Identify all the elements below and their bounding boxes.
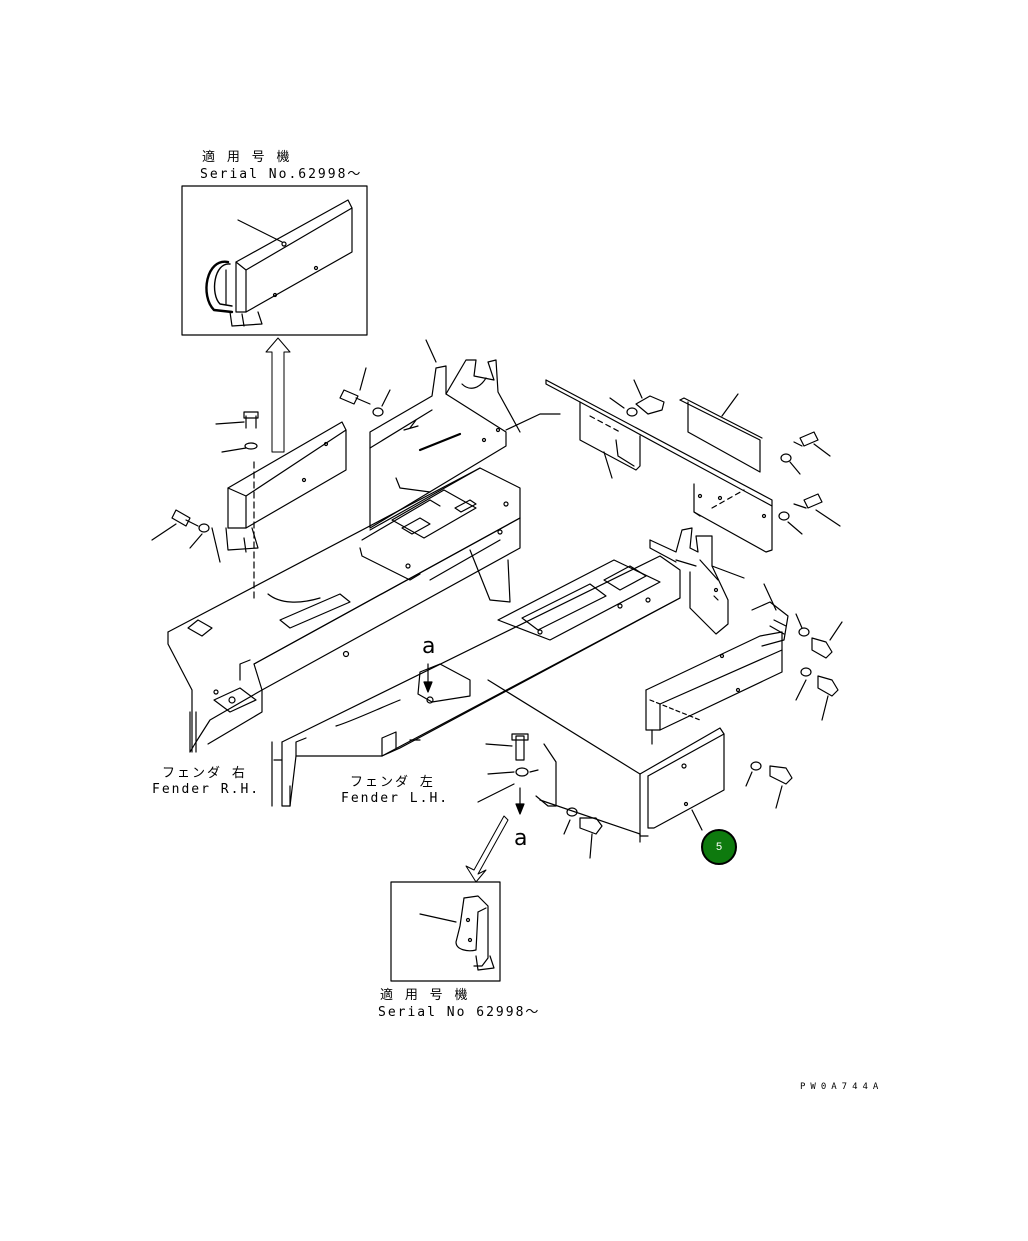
lh-front-panel	[487, 679, 725, 843]
bottom-inset-title-jp: 適 用 号 機	[380, 988, 470, 1003]
fender-rh-label-jp: フェンダ 右	[162, 766, 247, 781]
fender-rh-rear-panel	[211, 411, 347, 601]
top-inset-serial: Serial No.62998〜	[200, 167, 363, 182]
bottom-inset-serial: Serial No 62998〜	[378, 1005, 541, 1020]
drawing-code: PW0A744A	[800, 1082, 884, 1092]
view-ref-a-lower: a	[514, 826, 528, 851]
fender-lh-frame	[281, 555, 681, 807]
center-lower-bolts	[477, 733, 603, 859]
fender-lh-label-en: Fender L.H.	[341, 791, 450, 806]
center-top-bolt	[339, 367, 391, 417]
lower-right-bolts	[745, 613, 843, 809]
fender-lh-label-jp: フェンダ 左	[350, 775, 435, 790]
right-top-bolts	[609, 379, 841, 535]
center-rear-bracket	[369, 339, 561, 529]
up-arrow	[265, 337, 291, 453]
view-ref-a-upper: a	[422, 634, 436, 659]
fender-rh-frame	[167, 467, 521, 753]
view-a-arrows	[423, 663, 525, 883]
lh-rear-bracket	[649, 527, 745, 635]
top-inset-title-jp: 適 用 号 機	[202, 150, 292, 165]
bottom-inset-box	[390, 881, 501, 982]
fender-rh-label-en: Fender R.H.	[152, 782, 261, 797]
lh-rear-panel	[645, 559, 789, 745]
rh-side-bolt	[151, 509, 210, 549]
fender-leaders	[271, 741, 283, 807]
top-right-plate	[545, 379, 773, 553]
part-callout-5[interactable]: 5	[701, 829, 737, 865]
top-inset-box	[181, 185, 368, 336]
upper-right-small-panel	[679, 393, 763, 473]
